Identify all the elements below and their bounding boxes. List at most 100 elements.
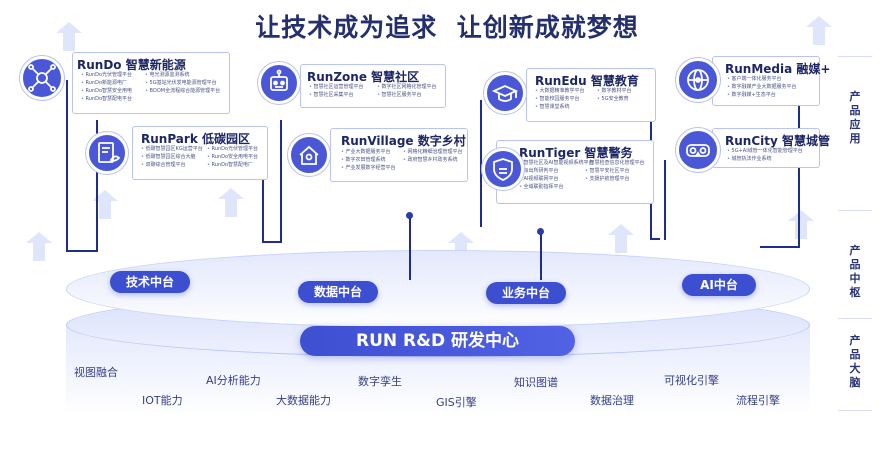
side-label-char: 品	[849, 258, 861, 271]
card-item: RunDo智慧配电平台	[81, 96, 139, 103]
card-item-list: 智慧社区及AI智能视频系统平台 派出所研判平台 AI视频联网平台 全域联勤指挥平…	[519, 160, 649, 191]
card-item-list: 产业大数据服务平台 数字农田管理系统 产业发展数字经营平台 网格化精细治理管理平…	[341, 149, 471, 172]
capability-label: 可视化引擎	[664, 374, 719, 387]
card-item-list: RunDo光伏管理平台 RunDo新能源电厂 RunDo智慧安全用电 RunDo…	[81, 72, 225, 103]
side-label-char: 产	[849, 244, 861, 257]
card-item: 双碳综合管理平台	[141, 162, 201, 169]
connector-dot	[406, 212, 413, 219]
side-label-char: 枢	[849, 286, 861, 299]
vr-headset-icon	[676, 128, 720, 172]
card-item: 数字教材平台	[597, 88, 653, 95]
card-runmedia[interactable]: RunMedia 融媒+ 客户端一体化服务平台 数字融媒产业大数据服务平台 数字…	[712, 56, 830, 106]
media-network-icon	[676, 58, 720, 102]
card-item: 智慧社区采集平台	[309, 92, 371, 99]
bg-arrow-decoration	[92, 190, 118, 219]
card-item: 政府智慧乡村政务系统	[403, 157, 471, 164]
side-label-char: 品	[849, 348, 861, 361]
side-label-char: 产	[849, 90, 861, 103]
connector-line	[96, 120, 98, 252]
capability-label: 流程引擎	[736, 394, 780, 407]
connector-line	[480, 100, 482, 210]
card-runzone[interactable]: RunZone 智慧社区 智慧社区运营管理平台 智慧社区采集平台 数字社区网格化…	[300, 64, 446, 108]
page-title: 让技术成为追求 让创新成就梦想	[255, 13, 639, 42]
card-item: 数字融媒+生态平台	[727, 92, 819, 99]
side-label-char: 品	[849, 104, 861, 117]
card-item-list: 智慧社区运营管理平台 智慧社区采集平台 数字社区网格化管理平台 智慧社区服务平台	[309, 84, 449, 99]
card-item: 产业大数据服务平台	[341, 149, 397, 156]
card-runedu[interactable]: RunEdu 智慧教育 大数据精准教学平台 智能校园服务平台 智慧课堂系统 数字…	[526, 68, 656, 122]
card-title: RunEdu 智慧教育	[535, 74, 639, 88]
connector-line	[650, 238, 660, 240]
card-item: RunDo新能源电厂	[81, 80, 139, 87]
card-item: 智慧课堂系统	[535, 104, 591, 111]
side-divider	[838, 56, 872, 57]
card-item: 网格化精细治理管理平台	[403, 149, 471, 156]
pill-ai-platform[interactable]: AI中台	[682, 274, 756, 296]
house-pin-icon	[288, 134, 330, 176]
card-rundo[interactable]: RunDo 智慧新能源 RunDo光伏管理平台 RunDo新能源电厂 RunDo…	[72, 52, 230, 114]
card-item-list: 低碳智慧园区KG运营平台 低碳智慧园区综合大脑 双碳综合管理平台 RunDo光伏…	[141, 146, 267, 169]
pill-data-platform[interactable]: 数据中台	[298, 281, 378, 303]
card-runcity[interactable]: RunCity 智慧城管 5G+AI城管一体化智能管理平台 城管执法作业系统	[712, 128, 830, 168]
card-item: 5G安全教育	[597, 96, 653, 103]
card-item: 低碳智慧园区KG运营平台	[141, 146, 203, 153]
card-item: 5G+AI城管一体化智能管理平台	[727, 148, 819, 155]
side-label-char: 中	[849, 272, 861, 285]
side-label-apps: 产 品 应 用	[838, 90, 872, 150]
card-item: 数字社区网格化管理平台	[377, 84, 449, 91]
card-item: BOOM全流程综合能源管理平台	[145, 88, 225, 95]
bg-arrow-decoration	[608, 224, 634, 253]
graduation-cap-icon	[484, 72, 526, 114]
card-title: RunPark 低碳园区	[141, 132, 250, 146]
card-item: RunDo智慧配电厂	[207, 162, 267, 169]
capability-label: AI分析能力	[206, 374, 261, 387]
bg-arrow-decoration	[806, 16, 832, 45]
card-item: 智慧社区服务平台	[377, 92, 449, 99]
card-runtiger[interactable]: RunTiger 智慧警务 智慧社区及AI智能视频系统平台 派出所研判平台 AI…	[496, 140, 654, 204]
card-item-list: 5G+AI城管一体化智能管理平台 城管执法作业系统	[727, 148, 819, 163]
connector-line	[66, 250, 96, 252]
card-title: RunMedia 融媒+	[725, 62, 831, 76]
card-item: 智慧平安社区平台	[585, 168, 649, 175]
card-title: RunDo 智慧新能源	[77, 58, 186, 72]
connector-dot	[537, 228, 544, 235]
side-divider	[838, 210, 872, 211]
capability-label: 数据治理	[590, 394, 634, 407]
capability-label: 知识图谱	[514, 376, 558, 389]
card-item: 智慧检查信息化管理平台	[585, 160, 649, 167]
bg-arrow-decoration	[56, 22, 82, 51]
side-label-char: 用	[849, 132, 861, 145]
rd-center-banner[interactable]: RUN R&D 研发中心	[300, 326, 575, 356]
connector-line	[664, 160, 666, 240]
side-label-middle: 产 品 中 枢	[838, 244, 872, 304]
card-item: 数字融媒产业大数据服务平台	[727, 84, 819, 91]
connector-line	[760, 246, 800, 248]
pill-tech-platform[interactable]: 技术中台	[110, 271, 190, 293]
card-item: RunDo光伏管理平台	[207, 146, 267, 153]
bg-arrow-decoration	[218, 188, 244, 217]
card-runvillage[interactable]: RunVillage 数字乡村 产业大数据服务平台 数字农田管理系统 产业发展数…	[330, 128, 468, 182]
pill-business-platform[interactable]: 业务中台	[486, 282, 566, 304]
card-title: RunZone 智慧社区	[307, 70, 420, 84]
card-item: RunDo安全用电平台	[207, 154, 267, 161]
card-item: 城管执法作业系统	[727, 156, 819, 163]
card-item: 电光测源监测系统	[145, 72, 225, 79]
card-item: 支援护航管理平台	[585, 176, 649, 183]
card-item: 派出所研判平台	[519, 168, 579, 175]
connector-line	[66, 80, 68, 252]
card-item: 数字农田管理系统	[341, 157, 397, 164]
card-item: 大数据精准教学平台	[535, 88, 591, 95]
card-item: AI视频联网平台	[519, 176, 579, 183]
card-item-list: 大数据精准教学平台 智能校园服务平台 智慧课堂系统 数字教材平台 5G安全教育	[535, 88, 653, 111]
connector-line	[262, 241, 282, 243]
capability-label: GIS引擎	[436, 396, 477, 409]
connector-line	[280, 120, 282, 242]
connector-line	[409, 218, 411, 280]
document-leaf-icon	[86, 132, 128, 174]
connector-line	[540, 234, 542, 280]
card-item: 5G基站光伏发电能源管理平台	[145, 80, 225, 87]
capability-label: 视图融合	[74, 366, 118, 379]
card-item: 低碳智慧园区综合大脑	[141, 154, 201, 161]
card-title: RunTiger 智慧警务	[519, 146, 633, 160]
card-runpark[interactable]: RunPark 低碳园区 低碳智慧园区KG运营平台 低碳智慧园区综合大脑 双碳综…	[132, 126, 268, 180]
